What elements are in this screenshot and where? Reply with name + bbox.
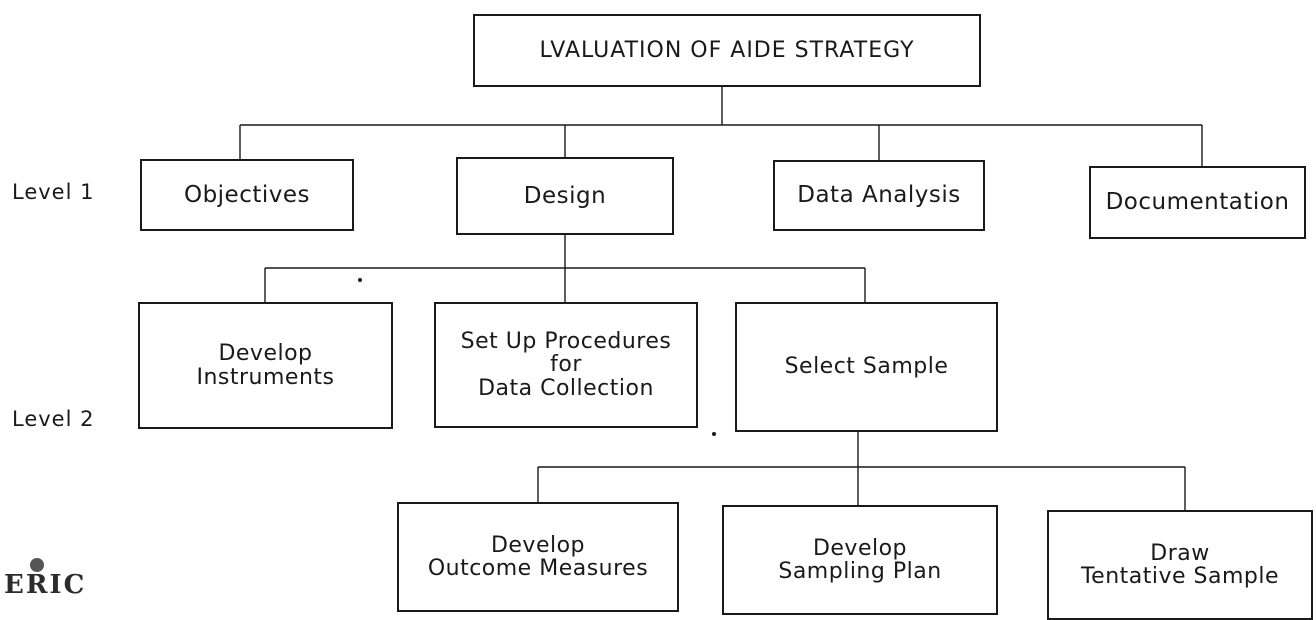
- develop-instruments-node: Develop Instruments: [138, 302, 393, 429]
- level-1-label: Level 1: [12, 180, 95, 204]
- set-up-procedures-node: Set Up Procedures for Data Collection: [434, 302, 698, 428]
- select-sample-label: Select Sample: [784, 354, 949, 380]
- scan-speck: [358, 278, 362, 282]
- set-up-procedures-label: Set Up Procedures for Data Collection: [460, 329, 672, 401]
- develop-instruments-label: Develop Instruments: [196, 341, 335, 390]
- objectives-label: Objectives: [183, 181, 311, 208]
- documentation-label: Documentation: [1105, 189, 1290, 216]
- design-node: Design: [456, 157, 674, 235]
- draw-tentative-sample-node: Draw Tentative Sample: [1047, 510, 1313, 620]
- objectives-node: Objectives: [140, 159, 354, 231]
- level-2-label: Level 2: [12, 407, 95, 431]
- root-node-label: LVALUATION OF AIDE STRATEGY: [539, 37, 915, 63]
- develop-outcome-measures-label: Develop Outcome Measures: [427, 532, 649, 581]
- develop-sampling-plan-node: Develop Sampling Plan: [722, 505, 998, 615]
- eric-logo: ERIC: [4, 570, 87, 600]
- data-analysis-node: Data Analysis: [773, 160, 985, 231]
- draw-tentative-sample-label: Draw Tentative Sample: [1080, 540, 1280, 589]
- design-label: Design: [523, 182, 607, 209]
- documentation-node: Documentation: [1089, 166, 1306, 239]
- connector-lines: [239, 87, 1203, 510]
- scan-speck: [712, 432, 716, 436]
- logo-globe-icon: [30, 558, 44, 572]
- select-sample-node: Select Sample: [735, 302, 998, 432]
- develop-sampling-plan-label: Develop Sampling Plan: [778, 535, 942, 584]
- data-analysis-label: Data Analysis: [797, 182, 961, 209]
- root-node: LVALUATION OF AIDE STRATEGY: [473, 14, 981, 87]
- develop-outcome-measures-node: Develop Outcome Measures: [397, 502, 679, 612]
